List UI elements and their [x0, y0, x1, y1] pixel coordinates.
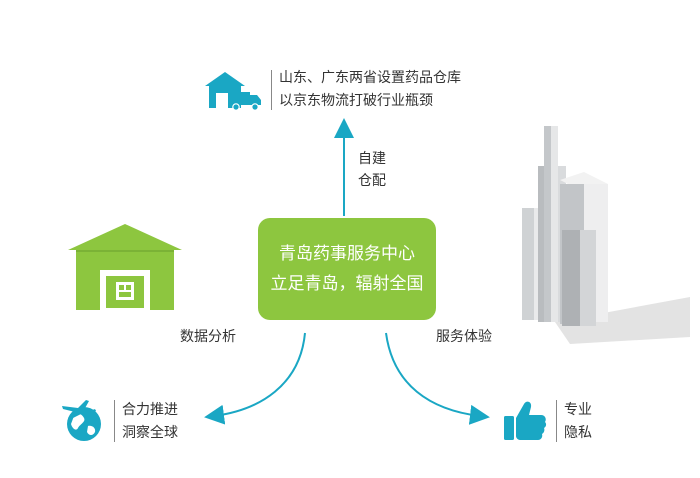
top-arrow-label-line2: 仓配 [358, 173, 386, 189]
warehouse-icon [68, 222, 182, 312]
center-subtitle: 立足青岛，辐射全国 [270, 274, 424, 294]
left-arrow-label: 数据分析 [180, 329, 236, 345]
center-title: 青岛药事服务中心 [279, 244, 415, 264]
top-divider [271, 70, 272, 110]
arrow-right [385, 332, 490, 425]
right-arrow-label: 服务体验 [436, 329, 492, 345]
right-text-line1: 专业 [564, 402, 592, 418]
top-text-line2: 以京东物流打破行业瓶颈 [279, 93, 433, 109]
arrow-left [204, 332, 306, 425]
globe-plane-icon [60, 398, 106, 444]
top-arrow-label-line1: 自建 [358, 151, 386, 167]
skyscraper-icon [500, 122, 690, 344]
left-divider [114, 400, 115, 442]
right-text-line2: 隐私 [564, 425, 592, 441]
top-text-line1: 山东、广东两省设置药品仓库 [279, 70, 461, 86]
center-node: 青岛药事服务中心 立足青岛，辐射全国 [258, 218, 436, 320]
right-divider [556, 400, 557, 442]
left-text-line1: 合力推进 [122, 402, 178, 418]
thumbs-up-icon [502, 398, 548, 442]
left-text-line2: 洞察全球 [122, 425, 178, 441]
warehouse-truck-icon [203, 68, 265, 112]
